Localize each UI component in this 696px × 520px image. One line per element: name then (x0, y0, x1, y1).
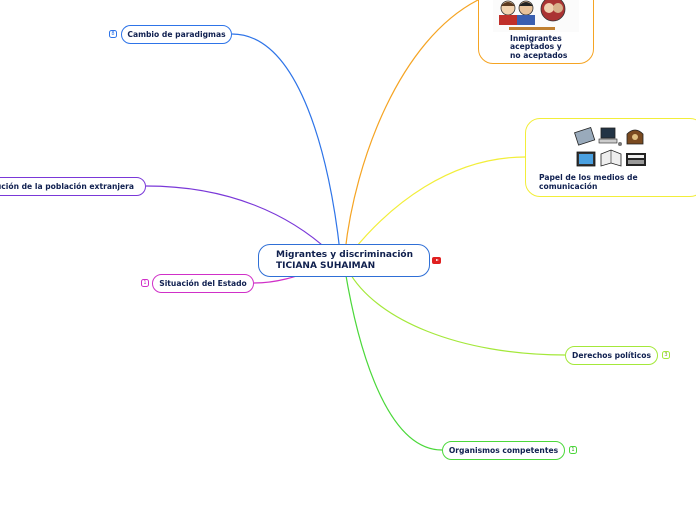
topic-label: Organismos competentes (448, 446, 559, 455)
collapsed-count-badge[interactable]: 3 (662, 351, 670, 359)
topic-label: Derechos políticos (572, 351, 651, 360)
collapsed-count-badge[interactable]: 1 (569, 446, 577, 454)
topic-organismos-competentes[interactable]: Organismos competentes (442, 441, 565, 460)
media-devices-icon (574, 127, 646, 167)
collapsed-count-badge[interactable]: 8 (109, 30, 117, 38)
topic-label-line3: no aceptados (510, 50, 568, 60)
topic-situacion-del-estado[interactable]: Situación del Estado (152, 274, 254, 293)
topic-distribucion-poblacion[interactable]: ribución de la población extranjera (0, 177, 146, 196)
connector-derechos (347, 269, 566, 356)
central-topic-line2: TICIANA SUHAIMAN (276, 260, 376, 271)
topic-label: ribución de la población extranjera (0, 182, 134, 191)
topic-label-line2: aceptados y (510, 42, 562, 52)
topic-label-line1: Inmigrantes (510, 34, 562, 43)
topic-label: Situación del Estado (159, 279, 247, 288)
people-illustration-icon (493, 0, 579, 32)
central-topic-line1: Migrantes y discriminación (276, 249, 413, 260)
connector-medios (351, 156, 526, 253)
topic-label-line1: Papel de los medios de (539, 173, 638, 182)
topic-derechos-politicos[interactable]: Derechos políticos (565, 346, 658, 365)
connector-inmigrantes (344, 0, 479, 253)
video-icon[interactable] (432, 257, 441, 264)
collapsed-count-badge[interactable]: 1 (141, 279, 149, 287)
topic-cambio-de-paradigmas[interactable]: Cambio de paradigmas (121, 25, 232, 44)
connector-organismos (344, 269, 443, 451)
connector-distribucion (145, 185, 331, 253)
topic-label: Cambio de paradigmas (127, 30, 226, 39)
connector-cambio (231, 33, 341, 253)
central-topic[interactable]: Migrantes y discriminación TICIANA SUHAI… (258, 244, 430, 277)
topic-label-line2: comunicación (539, 181, 598, 191)
